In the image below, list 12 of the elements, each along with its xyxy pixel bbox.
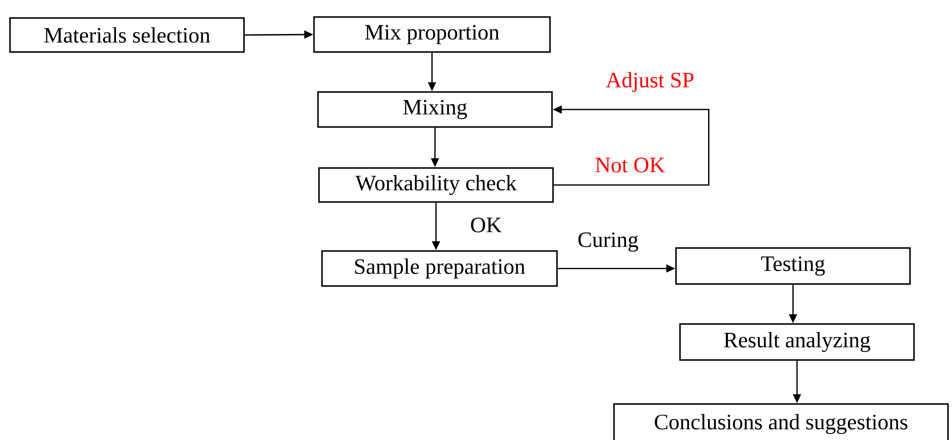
process-box: Workability check [318,167,554,203]
process-box: Sample preparation [321,250,558,287]
edge-label: OK [469,216,503,234]
process-box: Mix proportion [313,16,551,53]
process-box: Conclusions and suggestions [613,403,949,440]
note-label: Adjust SP [606,72,694,92]
process-box: Mixing [317,91,553,128]
edge-label: Curing [576,231,640,253]
process-box: Result analyzing [679,323,915,361]
process-box: Materials selection [9,17,245,53]
process-box: Testing [675,247,911,285]
edge-label: Not OK [594,156,666,174]
